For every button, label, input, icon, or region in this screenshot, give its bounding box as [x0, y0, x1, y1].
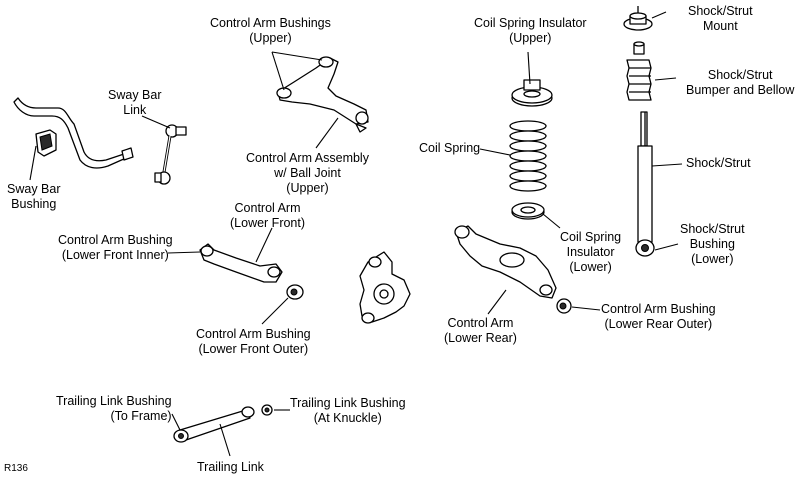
bushing-lower-front-outer-drawing [286, 284, 304, 300]
label-sway-bar-link: Sway Bar Link [108, 88, 162, 117]
label-coil-spring-insulator-upper: Coil Spring Insulator (Upper) [474, 16, 587, 45]
label-control-arm-bushing-lower-front-inner: Control Arm Bushing (Lower Front Inner) [58, 233, 173, 262]
label-trailing-link: Trailing Link [197, 460, 264, 474]
label-control-arm-bushing-lower-rear-outer: Control Arm Bushing (Lower Rear Outer) [601, 302, 716, 331]
shock-strut-bushing-lower-drawing [635, 239, 655, 257]
label-control-arm-bushing-lower-front-outer: Control Arm Bushing (Lower Front Outer) [196, 327, 311, 356]
shock-strut-drawing [637, 111, 653, 243]
bushing-lower-rear-outer-drawing [556, 298, 572, 314]
label-trailing-link-bushing-at-knuckle: Trailing Link Bushing (At Knuckle) [290, 396, 406, 425]
figure-code: R136 [4, 463, 28, 474]
control-arm-lower-rear-drawing [454, 225, 557, 299]
label-control-arm-bushings-upper: Control Arm Bushings (Upper) [210, 16, 331, 45]
shock-strut-bumper-bellow-drawing [626, 41, 652, 101]
label-coil-spring: Coil Spring [419, 141, 481, 155]
label-sway-bar-bushing: Sway Bar Bushing [7, 182, 61, 211]
coil-spring-insulator-lower-drawing [511, 202, 545, 220]
label-trailing-link-bushing-to-frame: Trailing Link Bushing (To Frame) [56, 394, 172, 423]
label-control-arm-lower-front: Control Arm (Lower Front) [230, 201, 306, 230]
label-coil-spring-insulator-lower: Coil Spring Insulator (Lower) [560, 230, 622, 274]
sway-bar-drawing [13, 97, 134, 169]
knuckle-drawing [359, 251, 411, 324]
leader-lines [29, 11, 683, 457]
shock-strut-mount-drawing [623, 6, 653, 31]
trailing-link-drawing [173, 406, 255, 443]
sway-bar-link-drawing [154, 124, 187, 185]
label-control-arm-assembly-upper: Control Arm Assembly w/ Ball Joint (Uppe… [246, 151, 369, 195]
sway-bar-bushing-drawing [35, 129, 57, 157]
label-shock-strut-bumper-bellow: Shock/Strut Bumper and Bellow [686, 68, 795, 97]
label-control-arm-lower-rear: Control Arm (Lower Rear) [444, 316, 517, 345]
label-shock-strut: Shock/Strut [686, 156, 751, 170]
label-shock-strut-mount: Shock/Strut Mount [688, 4, 753, 33]
coil-spring-drawing [509, 120, 547, 192]
control-arm-lower-front-drawing [199, 243, 283, 283]
upper-control-arm-drawing [276, 56, 369, 133]
label-shock-strut-bushing-lower: Shock/Strut Bushing (Lower) [680, 222, 745, 266]
coil-spring-insulator-upper-drawing [511, 79, 553, 107]
trailing-link-bushing-knuckle-drawing [261, 404, 273, 416]
